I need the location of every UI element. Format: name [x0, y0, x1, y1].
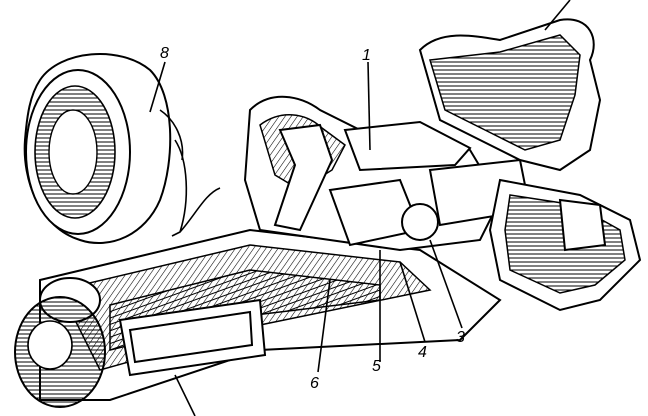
leader-top-right — [544, 0, 571, 31]
main-body — [14, 228, 502, 408]
label-5: 5 — [372, 358, 381, 375]
leader-lines — [149, 0, 571, 416]
leader-1 — [367, 61, 371, 151]
label-1: 1 — [362, 47, 371, 64]
right-fitting — [418, 18, 642, 312]
cap-nut-8 — [23, 53, 221, 245]
leader-6 — [317, 279, 331, 373]
leader-8 — [149, 61, 166, 113]
label-3: 3 — [456, 329, 465, 346]
upper-body — [243, 95, 532, 252]
label-8: 8 — [160, 45, 169, 62]
label-4: 4 — [418, 344, 427, 361]
leader-4 — [399, 261, 426, 343]
leader-3 — [429, 239, 463, 329]
leader-bottom-left — [174, 374, 196, 416]
label-6: 6 — [310, 375, 319, 392]
